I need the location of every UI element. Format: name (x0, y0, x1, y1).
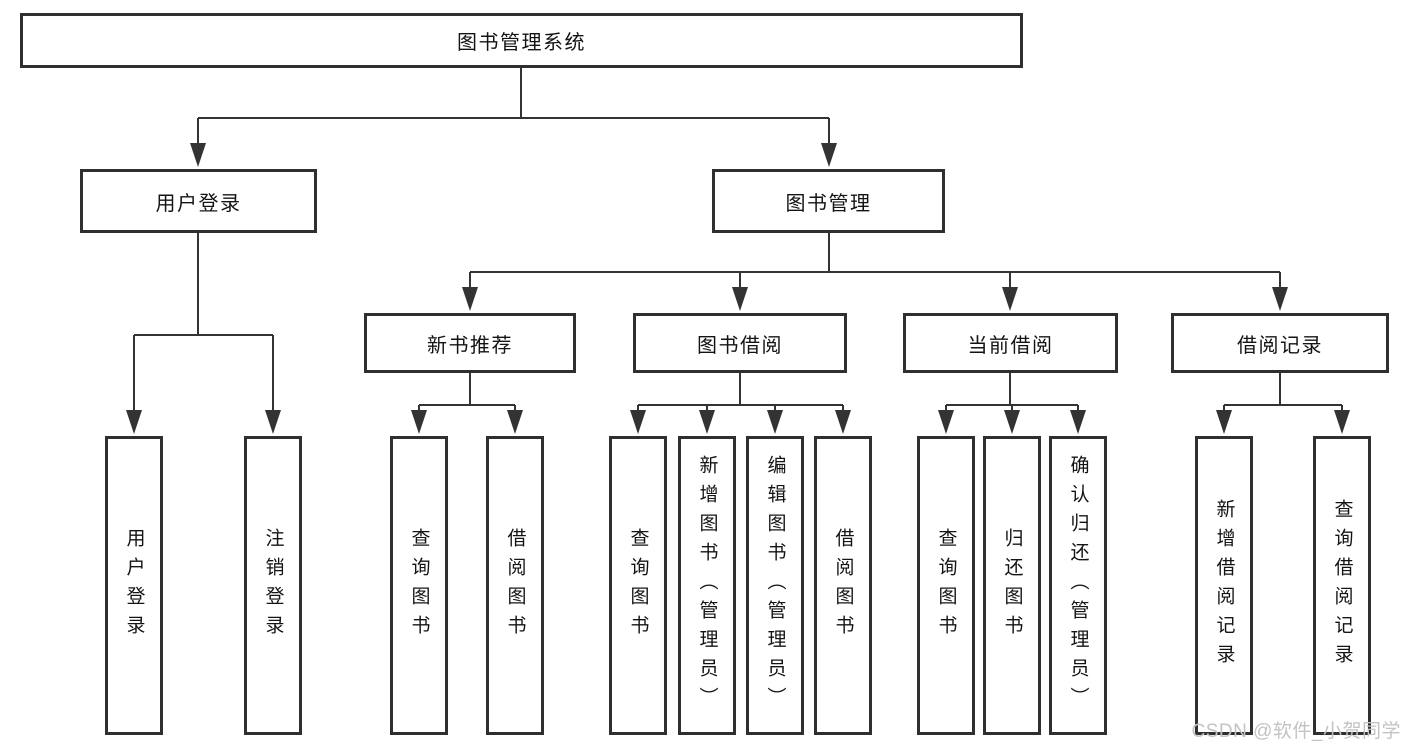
node-book-management: 图书管理 (712, 169, 945, 233)
node-label: 用户登录 (155, 192, 242, 215)
leaf-return-books: 归还图书 (983, 436, 1041, 735)
leaf-borrow-books-2: 借阅图书 (814, 436, 872, 735)
leaf-label: 确认归还（管理员） (1067, 455, 1089, 716)
leaf-query-books-2: 查询图书 (609, 436, 667, 735)
leaf-add-borrow-record: 新增借阅记录 (1195, 436, 1253, 735)
node-label: 图书管理系统 (457, 32, 586, 54)
node-book-borrow: 图书借阅 (633, 313, 847, 373)
leaf-label: 新增图书（管理员） (696, 455, 718, 716)
leaf-query-books-3: 查询图书 (917, 436, 975, 735)
node-root-system: 图书管理系统 (20, 13, 1023, 68)
leaf-label: 查询图书 (627, 527, 649, 644)
node-label: 借阅记录 (1237, 334, 1323, 357)
leaf-label: 注销登录 (262, 527, 284, 644)
leaf-confirm-return-admin: 确认归还（管理员） (1049, 436, 1107, 735)
node-current-borrow: 当前借阅 (903, 313, 1118, 373)
leaf-borrow-books-1: 借阅图书 (486, 436, 544, 735)
leaf-label: 归还图书 (1001, 527, 1023, 644)
leaf-add-book-admin: 新增图书（管理员） (678, 436, 736, 735)
leaf-user-login: 用户登录 (105, 436, 163, 735)
leaf-query-borrow-record: 查询借阅记录 (1313, 436, 1371, 735)
node-new-book-recommend: 新书推荐 (364, 313, 576, 373)
leaf-label: 查询借阅记录 (1331, 498, 1353, 673)
csdn-watermark: CSDN @软件_小贺同学 (1191, 721, 1401, 742)
node-borrow-record: 借阅记录 (1171, 313, 1389, 373)
leaf-logout: 注销登录 (244, 436, 302, 735)
leaf-label: 编辑图书（管理员） (764, 455, 786, 716)
leaf-label: 借阅图书 (504, 527, 526, 644)
leaf-label: 查询图书 (935, 527, 957, 644)
leaf-label: 查询图书 (408, 527, 430, 644)
node-label: 图书管理 (785, 192, 872, 215)
leaf-edit-book-admin: 编辑图书（管理员） (746, 436, 804, 735)
node-label: 图书借阅 (697, 334, 783, 357)
leaf-label: 新增借阅记录 (1213, 498, 1235, 673)
node-label: 新书推荐 (427, 334, 513, 357)
node-user-login: 用户登录 (80, 169, 317, 233)
leaf-query-books-1: 查询图书 (390, 436, 448, 735)
node-label: 当前借阅 (967, 334, 1054, 357)
leaf-label: 用户登录 (123, 527, 145, 644)
leaf-label: 借阅图书 (832, 527, 854, 644)
